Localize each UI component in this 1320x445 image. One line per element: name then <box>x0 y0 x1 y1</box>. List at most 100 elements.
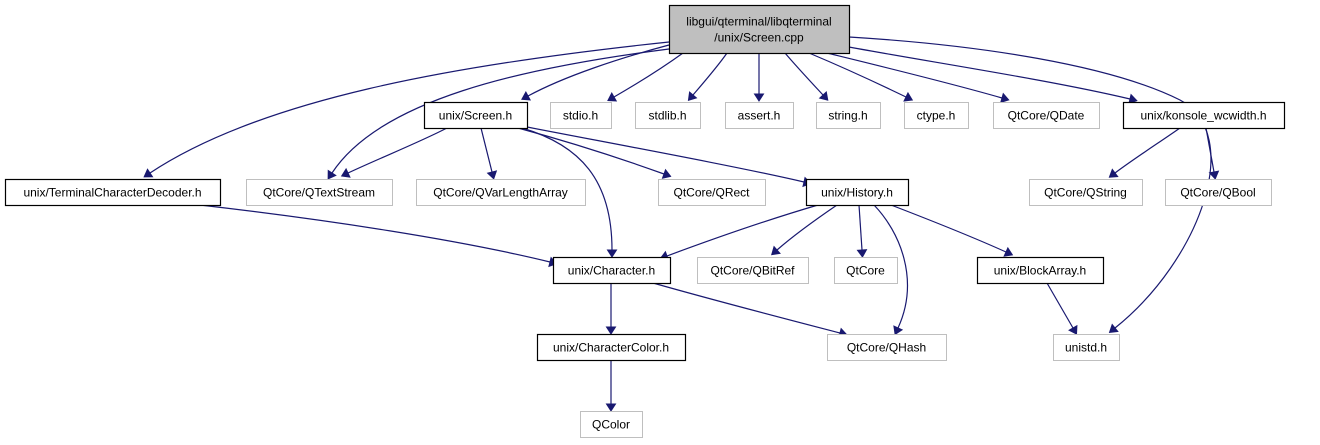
edge-root-to-assert <box>753 53 765 102</box>
arrowhead-icon <box>327 169 337 180</box>
arrowhead-icon <box>606 249 618 258</box>
node-root[interactable]: libgui/qterminal/libqterminal/unix/Scree… <box>668 4 851 55</box>
edge-screen_h-to-qtextstream <box>340 127 448 178</box>
arrowhead-icon <box>1000 92 1010 104</box>
edge-root-to-unistd <box>848 36 1212 333</box>
node-character[interactable]: unix/Character.h <box>552 256 672 285</box>
node-box <box>816 102 881 129</box>
node-box <box>668 4 851 55</box>
edge-blockarray-to-unistd <box>1046 282 1078 335</box>
node-label: QtCore/QDate <box>1008 109 1085 123</box>
edge-line <box>613 52 684 98</box>
node-qbitref: QtCore/QBitRef <box>697 257 809 284</box>
node-label: unix/CharacterColor.h <box>553 341 669 355</box>
edge-line <box>517 127 665 175</box>
edge-line <box>784 52 824 96</box>
node-string: string.h <box>816 102 881 129</box>
edge-root-to-ctype <box>808 52 914 102</box>
node-box <box>976 256 1105 285</box>
node-unistd: unistd.h <box>1053 334 1120 361</box>
edge-line <box>347 127 448 174</box>
node-screen_h[interactable]: unix/Screen.h <box>423 101 529 130</box>
edge-character-to-charcolor <box>605 283 617 335</box>
node-box <box>993 102 1100 129</box>
edge-history-to-qtcore <box>856 204 868 258</box>
edge-history-to-character <box>659 204 819 261</box>
edge-line <box>666 204 819 257</box>
edge-line <box>526 126 805 183</box>
node-box <box>4 178 222 207</box>
edge-root-to-qtextstream <box>327 48 670 180</box>
node-box <box>1122 101 1286 130</box>
node-box <box>725 102 794 129</box>
node-box <box>805 178 910 207</box>
node-qrect: QtCore/QRect <box>658 179 766 206</box>
arrowhead-icon <box>893 325 904 336</box>
arrowhead-icon <box>687 91 698 102</box>
edge-screen_h-to-character <box>521 127 618 258</box>
node-label: /unix/Screen.cpp <box>714 31 804 45</box>
edge-root-to-stdio <box>607 52 684 102</box>
node-label: unix/konsole_wcwidth.h <box>1140 109 1266 123</box>
edge-history-to-qhash <box>873 204 908 336</box>
arrowhead-icon <box>340 167 351 178</box>
node-label: unix/BlockArray.h <box>994 264 1086 278</box>
node-box <box>536 333 687 362</box>
node-box <box>1029 179 1143 206</box>
edge-root-to-tcd <box>143 41 670 178</box>
edge-line <box>873 204 908 329</box>
edge-line <box>1205 127 1215 173</box>
node-tcd[interactable]: unix/TerminalCharacterDecoder.h <box>4 178 222 207</box>
edge-screen_h-to-qrect <box>517 127 672 179</box>
node-label: QColor <box>592 418 630 432</box>
arrowhead-icon <box>521 90 532 101</box>
node-label: QtCore/QHash <box>847 341 926 355</box>
edge-line <box>890 204 1007 253</box>
edge-konsole-to-qstring <box>1108 127 1181 178</box>
edge-history-to-qbitref <box>771 204 838 256</box>
node-label: unix/TerminalCharacterDecoder.h <box>23 186 201 200</box>
node-history[interactable]: unix/History.h <box>805 178 910 207</box>
node-label: unix/History.h <box>821 186 893 200</box>
arrowhead-icon <box>818 90 829 101</box>
edge-line <box>331 48 670 174</box>
edge-line <box>848 46 1131 100</box>
node-ctype: ctype.h <box>904 102 969 129</box>
node-label: ctype.h <box>917 109 956 123</box>
node-qbool: QtCore/QBool <box>1165 179 1272 206</box>
arrowhead-icon <box>856 249 868 258</box>
edge-line <box>826 52 1003 99</box>
node-blockarray[interactable]: unix/BlockArray.h <box>976 256 1105 285</box>
node-label: QtCore/QString <box>1044 186 1127 200</box>
edge-line <box>1114 127 1181 174</box>
edge-screen_h-to-qvarlen <box>480 127 498 180</box>
node-qtextstream: QtCore/QTextStream <box>246 179 393 206</box>
edge-root-to-stdlib <box>687 52 728 102</box>
node-box <box>552 256 672 285</box>
edge-line <box>527 44 670 97</box>
edge-root-to-screen_h <box>521 44 670 101</box>
node-charcolor[interactable]: unix/CharacterColor.h <box>536 333 687 362</box>
node-box <box>550 102 612 129</box>
edge-root-to-qdate <box>826 52 1010 104</box>
edge-line <box>692 52 728 96</box>
edge-screen_h-to-history <box>526 126 812 188</box>
node-box <box>416 179 586 206</box>
node-box <box>827 334 947 361</box>
node-qcolor: QColor <box>580 411 643 438</box>
arrowhead-icon <box>1068 324 1078 335</box>
arrowhead-icon <box>607 92 618 102</box>
node-box <box>635 102 701 129</box>
edge-character-to-qhash <box>652 282 848 339</box>
arrowhead-icon <box>661 168 672 179</box>
node-box <box>1053 334 1120 361</box>
node-konsole[interactable]: unix/konsole_wcwidth.h <box>1122 101 1286 130</box>
arrowhead-icon <box>753 93 765 102</box>
edge-line <box>652 282 841 334</box>
node-label: QtCore/QTextStream <box>263 186 375 200</box>
edge-line <box>1046 282 1074 329</box>
node-stdlib: stdlib.h <box>635 102 701 129</box>
node-qtcore: QtCore <box>834 257 898 284</box>
arrowhead-icon <box>1108 168 1119 178</box>
